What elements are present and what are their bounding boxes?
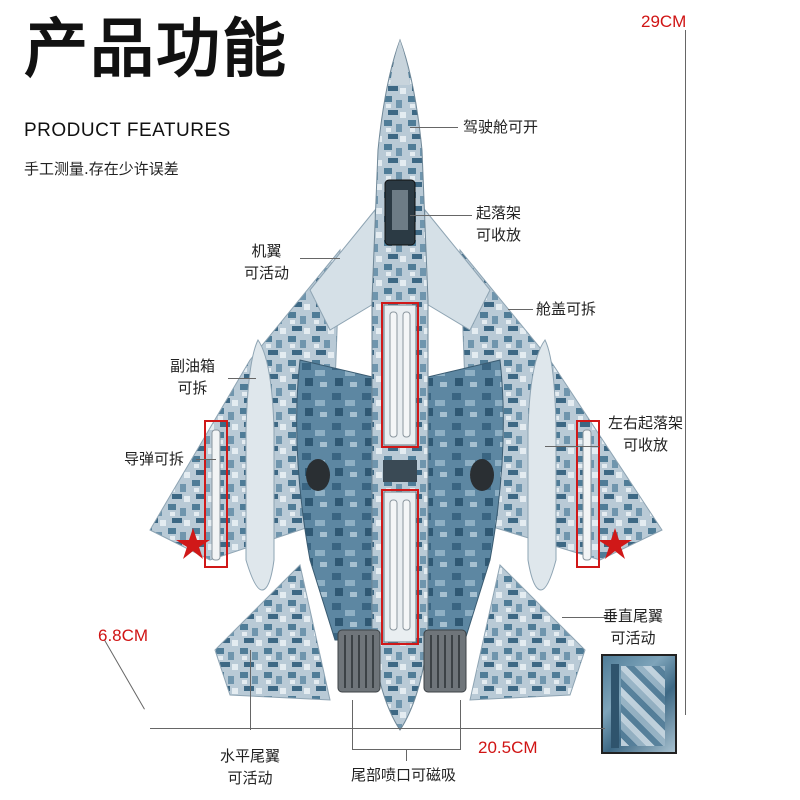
dimension-height: 6.8CM xyxy=(98,626,149,645)
left-red-star xyxy=(176,528,210,559)
missile-highlight-left xyxy=(204,420,228,568)
bay-highlight-front xyxy=(381,302,419,448)
callout-wing: 机翼 可活动 xyxy=(244,242,290,282)
dimension-wingspan: 20.5CM xyxy=(478,738,538,757)
length-dimension-line xyxy=(685,30,686,715)
right-red-star xyxy=(598,528,632,559)
callout-nozzle: 尾部喷口可磁吸 xyxy=(351,766,457,784)
page-title: 产品功能 xyxy=(24,13,288,87)
measurement-note: 手工测量.存在少许误差 xyxy=(24,160,179,178)
vertical-tail-detail-inset xyxy=(601,654,677,754)
callout-canopy: 舱盖可拆 xyxy=(536,300,597,318)
right-horizontal-tail xyxy=(469,564,586,701)
callout-cockpit: 驾驶舱可开 xyxy=(463,118,539,136)
callout-landing-gear: 起落架 可收放 xyxy=(476,204,522,244)
callout-horizontal-tail: 水平尾翼 可活动 xyxy=(220,747,281,787)
right-engine xyxy=(414,359,504,641)
page-subtitle: PRODUCT FEATURES xyxy=(24,120,231,141)
wingspan-dimension-line xyxy=(150,728,605,729)
callout-vertical-tail: 垂直尾翼 可活动 xyxy=(603,607,664,647)
dimension-length: 29CM xyxy=(641,12,687,31)
left-drop-tank xyxy=(245,339,275,591)
left-horizontal-tail xyxy=(214,564,331,701)
bay-highlight-rear xyxy=(381,489,419,645)
missile-highlight-right xyxy=(576,420,600,568)
right-drop-tank xyxy=(527,339,557,591)
callout-fuel-tank: 副油箱 可拆 xyxy=(170,357,216,397)
callout-side-gear: 左右起落架 可收放 xyxy=(608,414,684,454)
callout-missile: 导弹可拆 xyxy=(124,450,185,468)
left-engine xyxy=(296,359,386,641)
